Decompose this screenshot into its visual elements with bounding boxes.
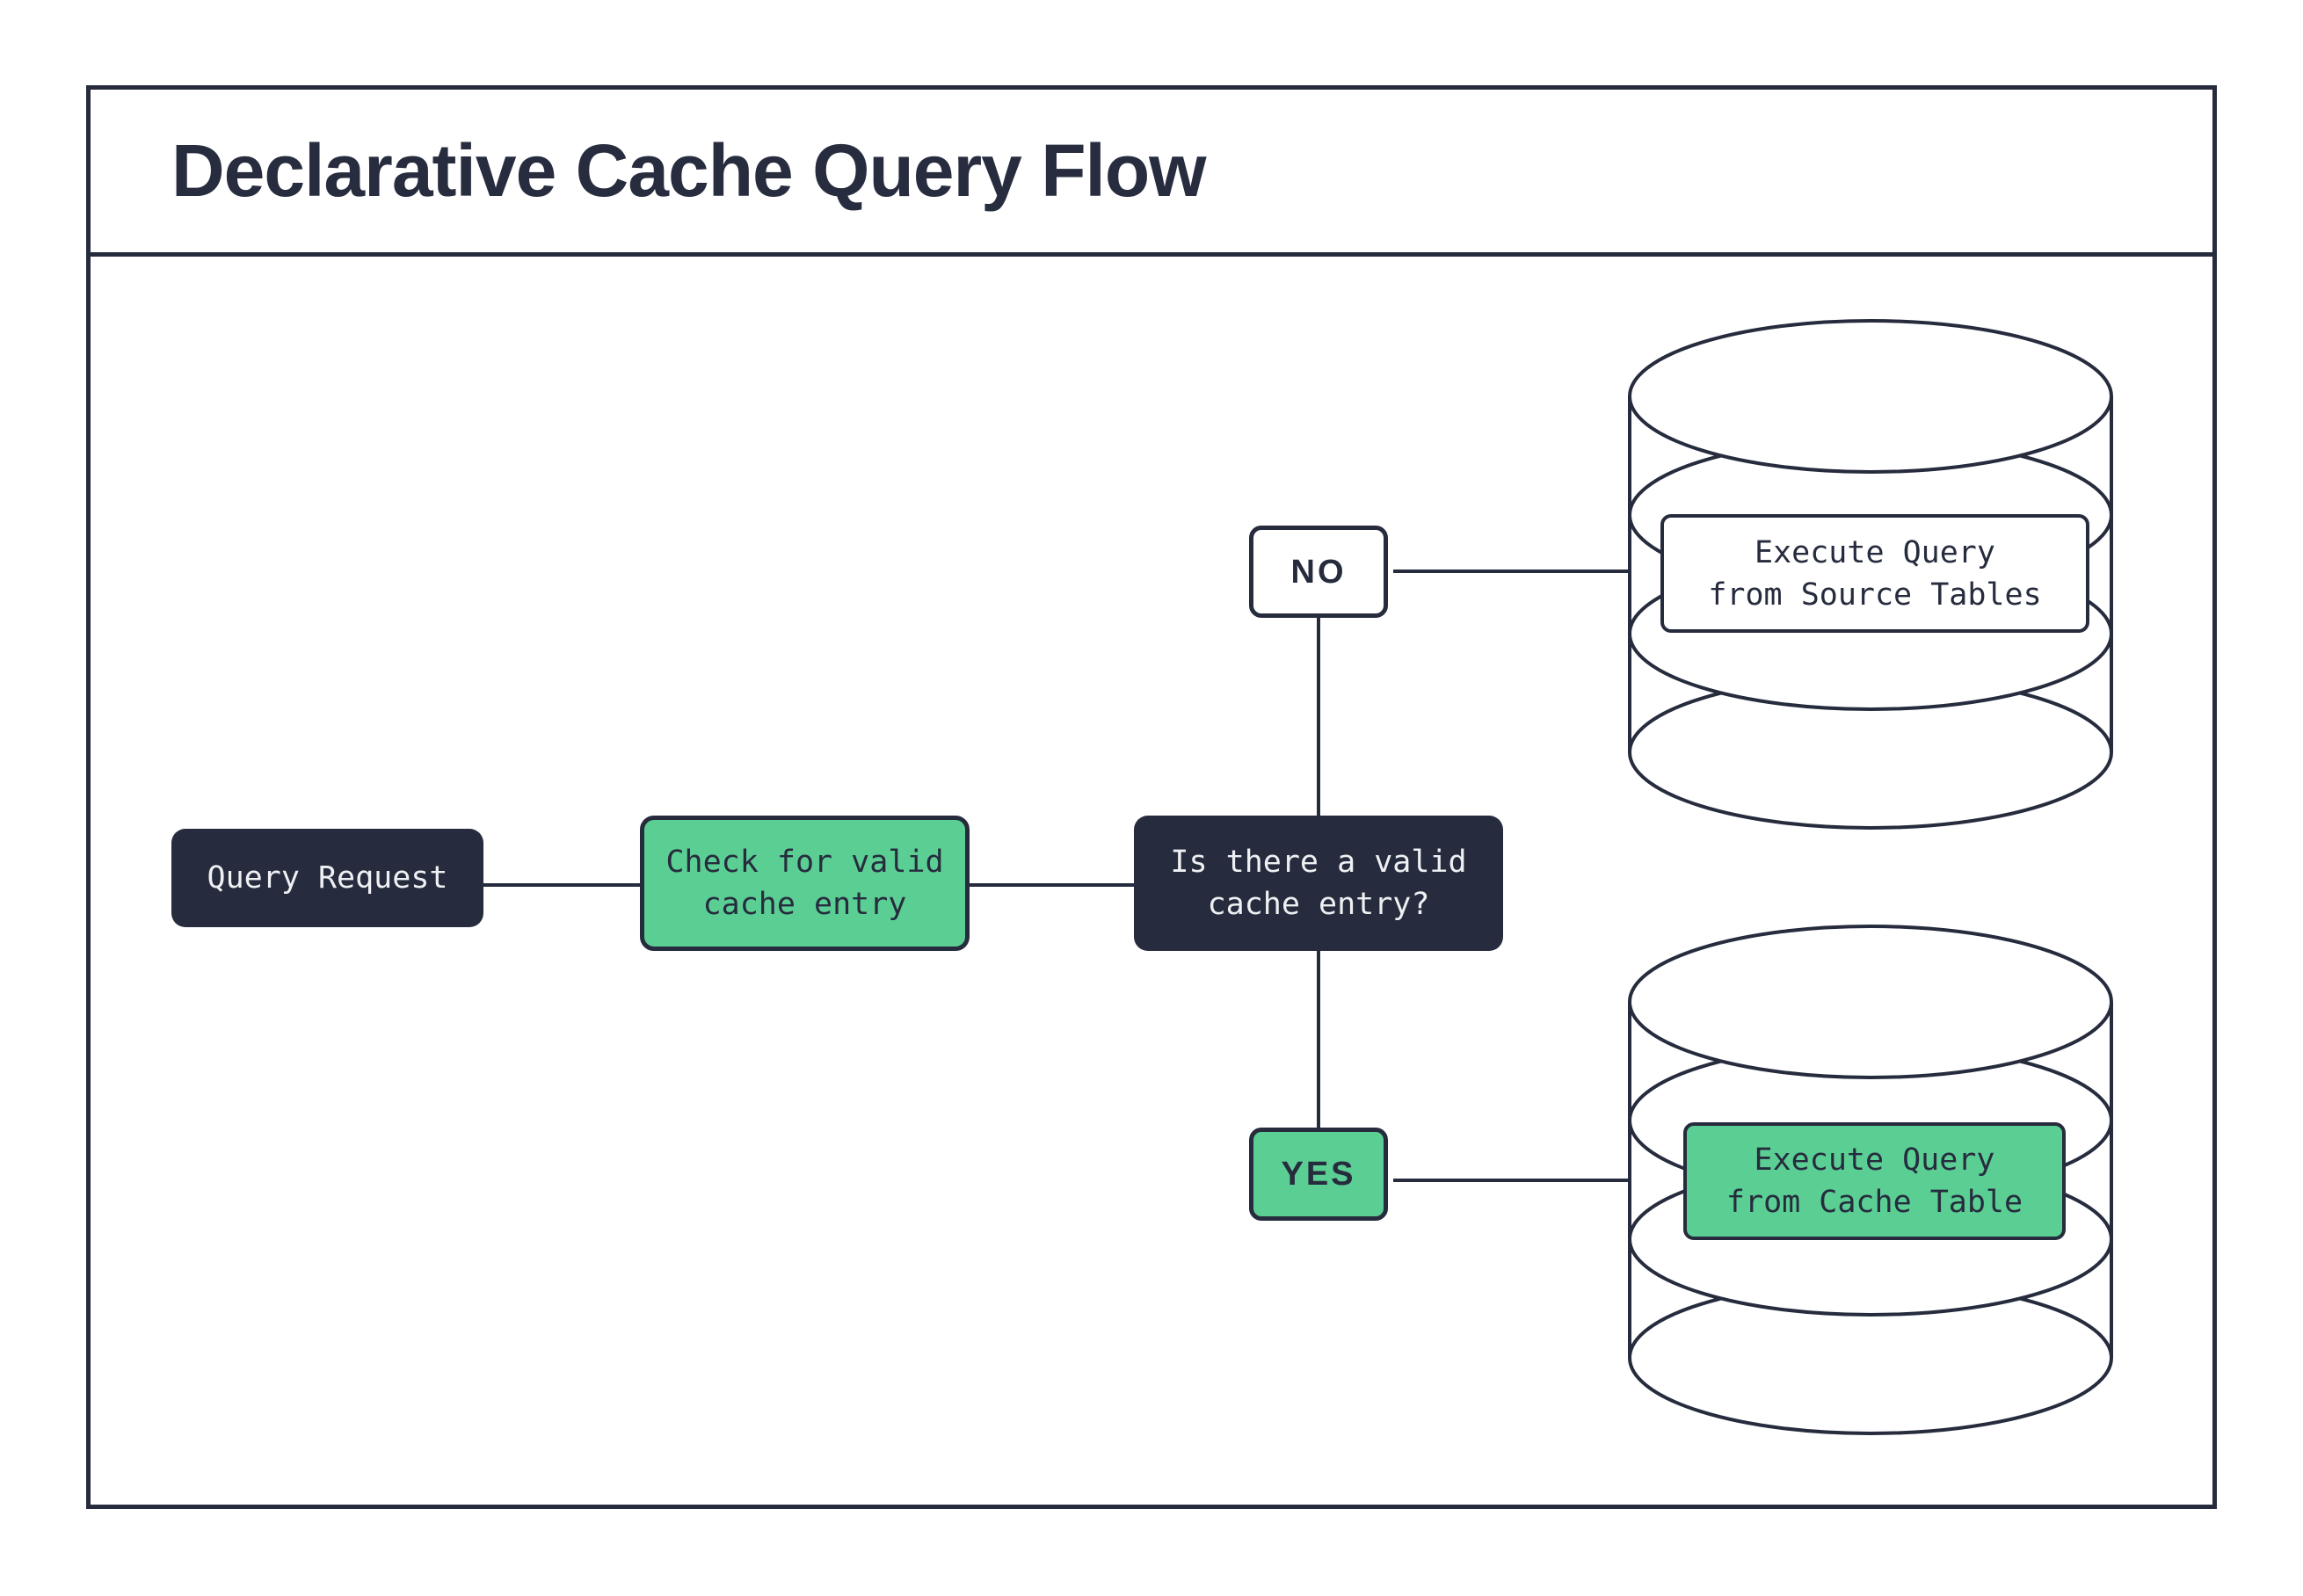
node-decision-valid-cache: Is there a valid cache entry? [1134, 816, 1503, 951]
node-check-cache: Check for valid cache entry [640, 816, 970, 951]
node-query-request: Query Request [171, 829, 483, 927]
branch-no: NO [1249, 526, 1388, 618]
node-execute-source-tables: Execute Query from Source Tables [1660, 514, 2089, 633]
title-bar: Declarative Cache Query Flow [91, 90, 2212, 257]
branch-yes: YES [1249, 1128, 1388, 1221]
cylinder-disk [1628, 925, 2113, 1079]
cylinder-disk [1628, 319, 2113, 474]
page-title: Declarative Cache Query Flow [171, 129, 1207, 212]
node-execute-cache-table: Execute Query from Cache Table [1683, 1122, 2066, 1240]
